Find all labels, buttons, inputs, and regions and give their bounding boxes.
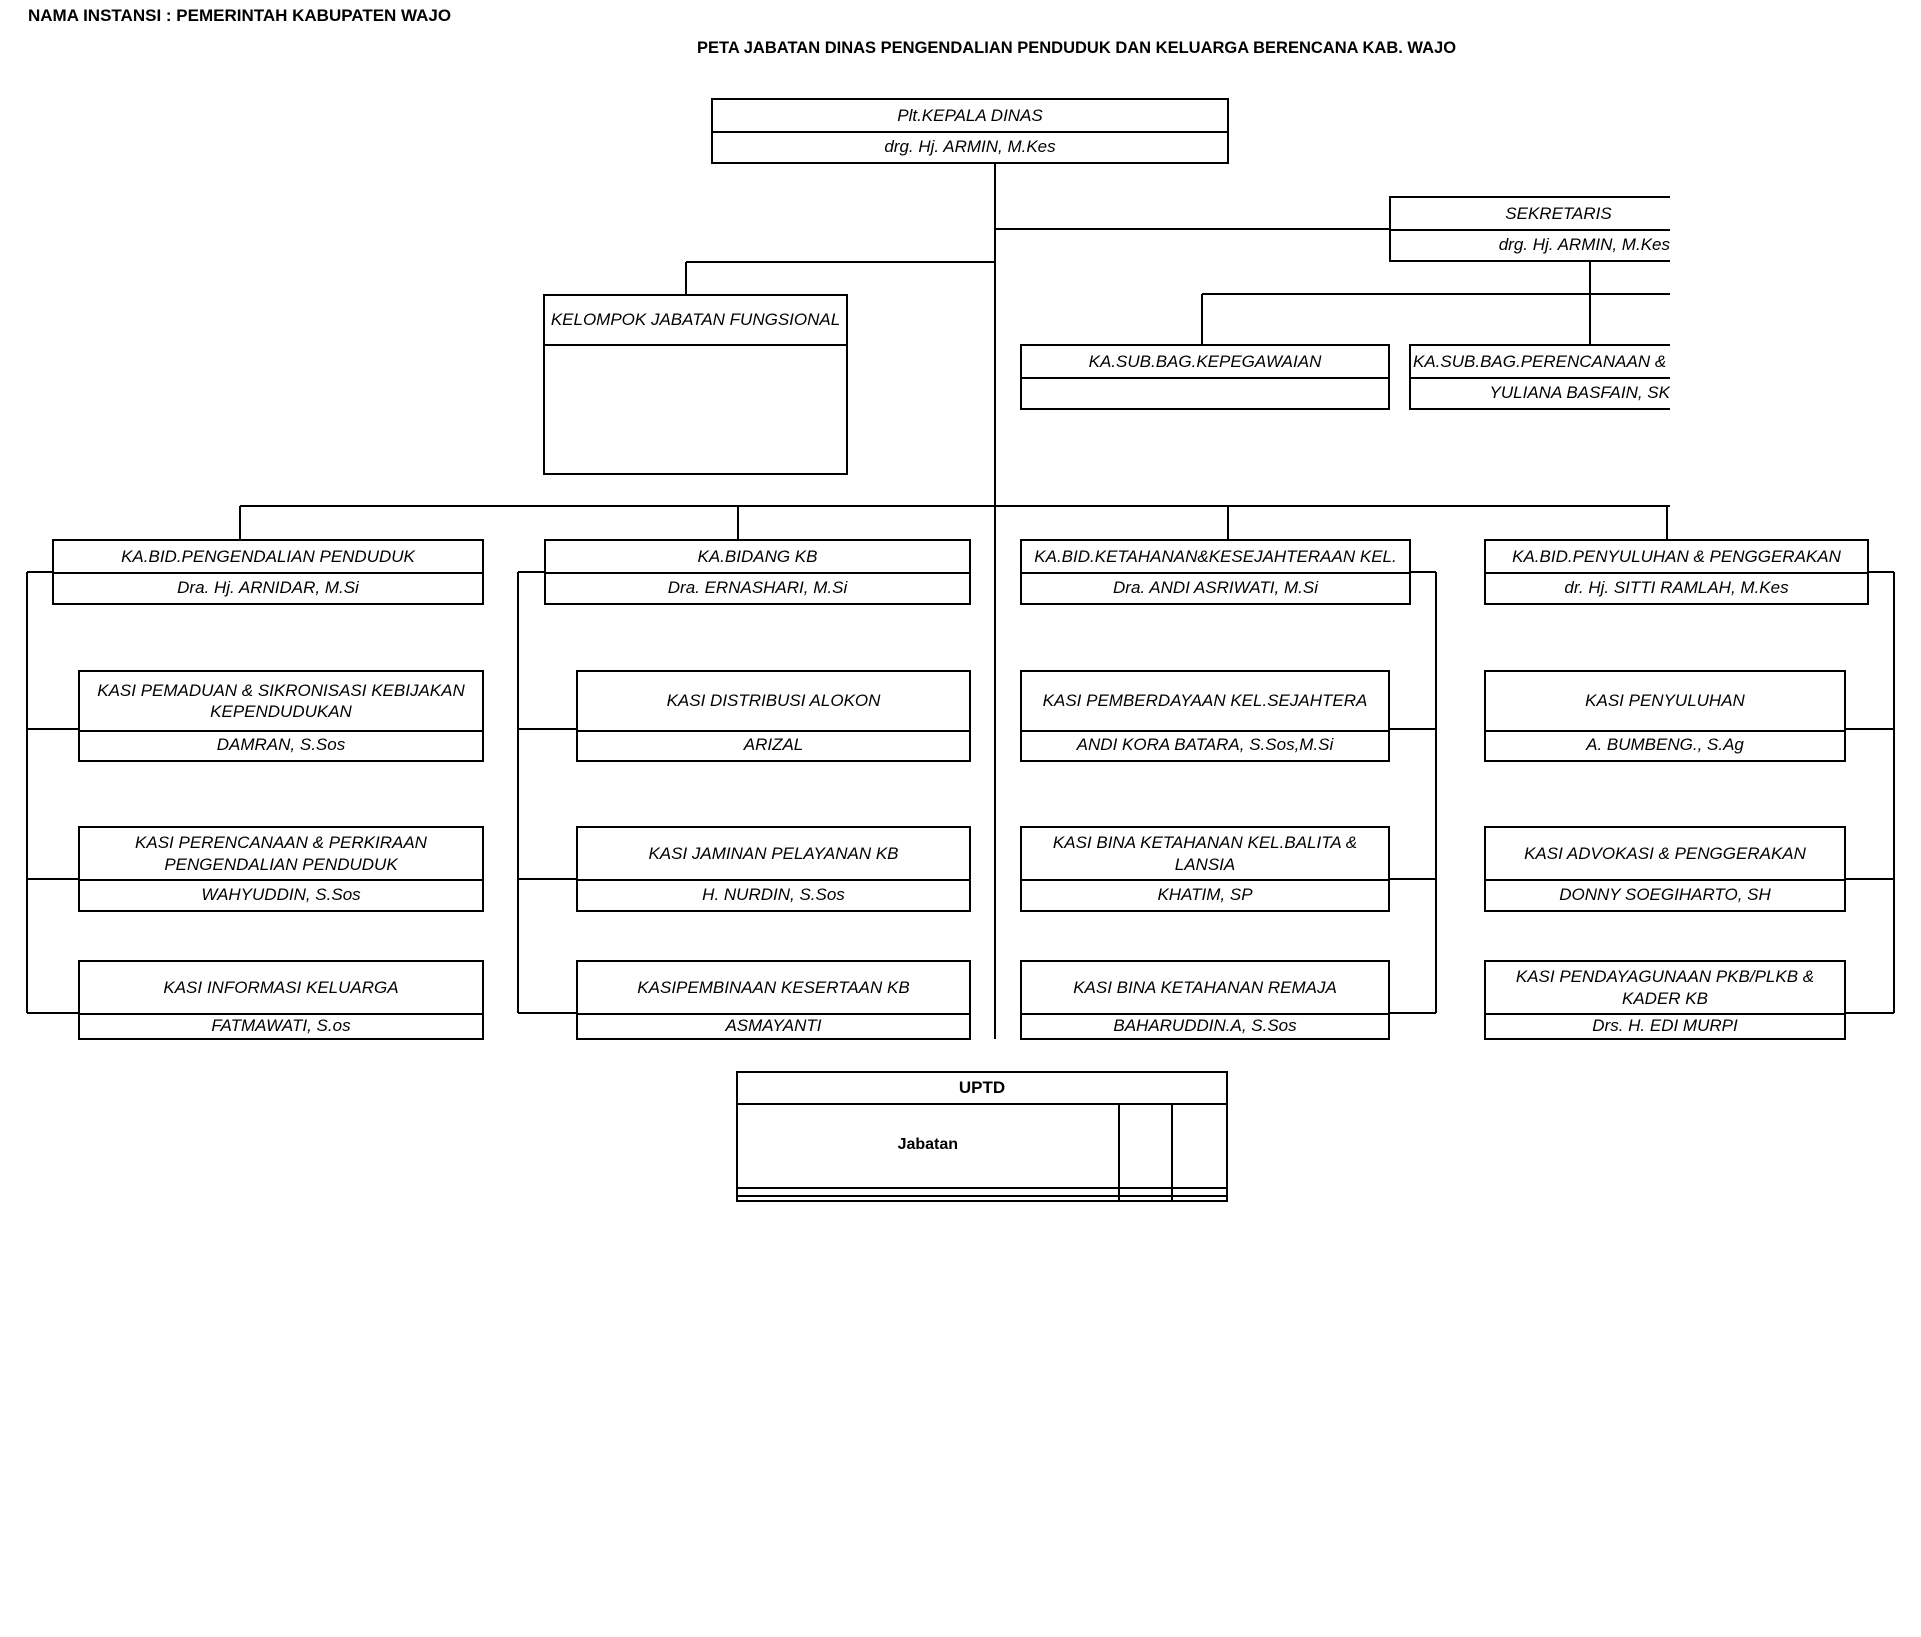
functional-group-position: KELOMPOK JABATAN FUNGSIONAL	[545, 296, 846, 346]
section-4-1-name: A. BUMBENG., S.Ag	[1586, 735, 1744, 755]
secretary-box: SEKRETARIS drg. Hj. ARMIN, M.Kes	[1389, 196, 1670, 262]
division-3-name: Dra. ANDI ASRIWATI, M.Si	[1113, 577, 1318, 597]
section-1-2-name: WAHYUDDIN, S.Sos	[201, 884, 361, 904]
section-4-2-position: KASI ADVOKASI & PENGGERAKAN	[1486, 828, 1844, 881]
head-position: Plt.KEPALA DINAS	[713, 100, 1227, 133]
secretary-position: SEKRETARIS	[1391, 198, 1670, 231]
division-2-box: KA.BIDANG KB Dra. ERNASHARI, M.Si	[544, 539, 971, 605]
subbag-perencanaan-position: KA.SUB.BAG.PERENCANAAN & K	[1411, 346, 1670, 379]
section-4-3-name: Drs. H. EDI MURPI	[1592, 1015, 1738, 1035]
section-1-1-name: DAMRAN, S.Sos	[216, 735, 346, 755]
uptd-cell	[1118, 1187, 1174, 1197]
subbag-kepegawaian-name	[1022, 377, 1388, 408]
section-3-2-name: KHATIM, SP	[1157, 884, 1253, 904]
section-2-3-name: ASMAYANTI	[725, 1015, 822, 1035]
division-3-position: KA.BID.KETAHANAN&KESEJAHTERAAN KEL.	[1022, 541, 1409, 574]
subbag-kepegawaian-position: KA.SUB.BAG.KEPEGAWAIAN	[1022, 346, 1388, 379]
section-4-2-name: DONNY SOEGIHARTO, SH	[1559, 884, 1771, 904]
section-1-2-box: KASI PERENCANAAN & PERKIRAAN PENGENDALIA…	[78, 826, 484, 912]
division-1-box: KA.BID.PENGENDALIAN PENDUDUK Dra. Hj. AR…	[52, 539, 484, 605]
section-4-3-box: KASI PENDAYAGUNAAN PKB/PLKB & KADER KB D…	[1484, 960, 1846, 1040]
chart-title: PETA JABATAN DINAS PENGENDALIAN PENDUDUK…	[697, 39, 1457, 57]
uptd-header-empty-2	[1172, 1103, 1226, 1189]
division-1-position: KA.BID.PENGENDALIAN PENDUDUK	[54, 541, 482, 574]
section-3-1-box: KASI PEMBERDAYAAN KEL.SEJAHTERA ANDI KOR…	[1020, 670, 1390, 762]
section-2-2-box: KASI JAMINAN PELAYANAN KB H. NURDIN, S.S…	[576, 826, 971, 912]
section-2-2-position: KASI JAMINAN PELAYANAN KB	[578, 828, 969, 881]
section-4-3-position: KASI PENDAYAGUNAAN PKB/PLKB & KADER KB	[1486, 962, 1844, 1015]
section-1-1-box: KASI PEMADUAN & SIKRONISASI KEBIJAKAN KE…	[78, 670, 484, 762]
section-1-3-position: KASI INFORMASI KELUARGA	[80, 962, 482, 1015]
uptd-cell	[738, 1195, 1120, 1200]
subbag-kepegawaian-box: KA.SUB.BAG.KEPEGAWAIAN	[1020, 344, 1390, 410]
uptd-cell	[1118, 1195, 1174, 1200]
division-3-box: KA.BID.KETAHANAN&KESEJAHTERAAN KEL. Dra.…	[1020, 539, 1411, 605]
uptd-cell	[738, 1187, 1120, 1197]
section-3-2-box: KASI BINA KETAHANAN KEL.BALITA & LANSIA …	[1020, 826, 1390, 912]
section-4-1-position: KASI PENYULUHAN	[1486, 672, 1844, 732]
subbag-perencanaan-name: YULIANA BASFAIN, SK	[1489, 382, 1670, 402]
head-box: Plt.KEPALA DINAS drg. Hj. ARMIN, M.Kes	[711, 98, 1229, 164]
uptd-header-empty-1	[1118, 1103, 1174, 1189]
uptd-title: UPTD	[738, 1073, 1226, 1105]
section-2-1-name: ARIZAL	[743, 735, 804, 755]
division-1-name: Dra. Hj. ARNIDAR, M.Si	[177, 577, 359, 597]
uptd-column-header: Jabatan	[738, 1103, 1120, 1189]
division-2-position: KA.BIDANG KB	[546, 541, 969, 574]
section-2-1-position: KASI DISTRIBUSI ALOKON	[578, 672, 969, 732]
division-4-name: dr. Hj. SITTI RAMLAH, M.Kes	[1564, 577, 1789, 597]
uptd-cell	[1172, 1196, 1226, 1200]
section-2-2-name: H. NURDIN, S.Sos	[702, 884, 845, 904]
section-4-2-box: KASI ADVOKASI & PENGGERAKAN DONNY SOEGIH…	[1484, 826, 1846, 912]
section-2-3-box: KASIPEMBINAAN KESERTAAN KB ASMAYANTI	[576, 960, 971, 1040]
table-row	[738, 1187, 1226, 1197]
head-name: drg. Hj. ARMIN, M.Kes	[884, 136, 1056, 156]
section-3-3-position: KASI BINA KETAHANAN REMAJA	[1022, 962, 1388, 1015]
division-4-box: KA.BID.PENYULUHAN & PENGGERAKAN dr. Hj. …	[1484, 539, 1869, 605]
division-4-position: KA.BID.PENYULUHAN & PENGGERAKAN	[1486, 541, 1867, 574]
section-3-1-position: KASI PEMBERDAYAAN KEL.SEJAHTERA	[1022, 672, 1388, 732]
section-2-1-box: KASI DISTRIBUSI ALOKON ARIZAL	[576, 670, 971, 762]
section-4-1-box: KASI PENYULUHAN A. BUMBENG., S.Ag	[1484, 670, 1846, 762]
functional-group-name	[545, 344, 846, 473]
section-3-3-box: KASI BINA KETAHANAN REMAJA BAHARUDDIN.A,…	[1020, 960, 1390, 1040]
subbag-perencanaan-box: KA.SUB.BAG.PERENCANAAN & K YULIANA BASFA…	[1409, 344, 1670, 410]
uptd-cell	[1172, 1187, 1226, 1197]
section-1-3-box: KASI INFORMASI KELUARGA FATMAWATI, S.os	[78, 960, 484, 1040]
division-2-name: Dra. ERNASHARI, M.Si	[667, 577, 848, 597]
uptd-box: UPTD Jabatan	[736, 1071, 1228, 1202]
section-3-1-name: ANDI KORA BATARA, S.Sos,M.Si	[1076, 735, 1334, 755]
section-1-3-name: FATMAWATI, S.os	[211, 1015, 351, 1035]
section-3-2-position: KASI BINA KETAHANAN KEL.BALITA & LANSIA	[1022, 828, 1388, 881]
uptd-table: Jabatan	[738, 1103, 1226, 1200]
functional-group-box: KELOMPOK JABATAN FUNGSIONAL	[543, 294, 848, 475]
table-row	[738, 1195, 1226, 1200]
secretary-name: drg. Hj. ARMIN, M.Kes	[1498, 234, 1670, 254]
section-2-3-position: KASIPEMBINAAN KESERTAAN KB	[578, 962, 969, 1015]
section-3-3-name: BAHARUDDIN.A, S.Sos	[1113, 1015, 1297, 1035]
section-1-1-position: KASI PEMADUAN & SIKRONISASI KEBIJAKAN KE…	[80, 672, 482, 732]
section-1-2-position: KASI PERENCANAAN & PERKIRAAN PENGENDALIA…	[80, 828, 482, 881]
agency-name: NAMA INSTANSI : PEMERINTAH KABUPATEN WAJ…	[28, 6, 452, 25]
